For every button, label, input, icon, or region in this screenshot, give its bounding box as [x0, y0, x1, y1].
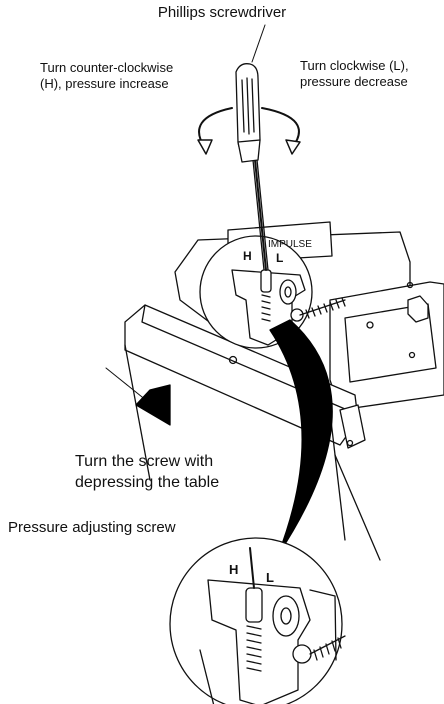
- instruction-line-1: Turn the screw with: [75, 453, 214, 470]
- ccw-line-1: Turn counter-clockwise: [40, 60, 174, 75]
- depress-arrow: [135, 384, 171, 426]
- handle-collar: [237, 139, 261, 163]
- ccw-line-2: (H), pressure increase: [40, 75, 169, 91]
- screwdriver-label: Phillips screwdriver: [157, 4, 287, 21]
- rotation-arrowhead-left: [197, 139, 213, 155]
- spring-top: [299, 297, 346, 319]
- screw-thread-top: [261, 294, 271, 322]
- panel-brand: IMPULSE: [268, 239, 312, 250]
- table-screw-2: [346, 439, 354, 447]
- eye-bolt-bottom: [272, 595, 300, 637]
- panel-high-label: H: [243, 249, 252, 263]
- rotation-arrowhead-right: [285, 139, 301, 155]
- instruction-line-2: depressing the table: [75, 473, 220, 491]
- handle-grooves: [241, 77, 255, 135]
- eye-bolt-bottom-inner: [280, 607, 292, 625]
- counter-clockwise-label: Turn counter-clockwise (H), pressure inc…: [40, 60, 173, 91]
- screwdriver-tip-bottom: [249, 547, 255, 589]
- table-screw-1: [228, 355, 238, 365]
- housing-right-inner: [344, 303, 437, 383]
- spring-bottom: [309, 635, 346, 661]
- screwdriver-tip: [253, 149, 267, 271]
- bottom-inner-frame: [199, 589, 337, 704]
- knob: [407, 295, 429, 323]
- base-line-1: [124, 344, 151, 481]
- nut-bottom: [292, 644, 312, 664]
- magnifier-top: [199, 235, 313, 349]
- housing-screw-3: [406, 281, 414, 289]
- housing-screw-1: [366, 321, 374, 329]
- sealing-table-top-edge: [141, 304, 353, 413]
- tool-leader-line: [251, 24, 266, 63]
- panel-low-label: L: [276, 251, 283, 265]
- screw-thread-bottom: [246, 625, 262, 672]
- base-line-3: [334, 454, 381, 561]
- table-end-block: [339, 404, 366, 449]
- magnifier-high-label: H: [229, 562, 238, 577]
- cw-line-1: Turn clockwise (L),: [300, 58, 409, 73]
- eye-bolt-top-inner: [284, 286, 292, 298]
- magnifier-low-label: L: [266, 570, 274, 585]
- screw-body-top: [260, 269, 272, 293]
- eye-bolt-top: [279, 279, 297, 305]
- instruction-label: Turn the screw with depressing the table: [75, 452, 219, 494]
- nut-top: [290, 308, 304, 322]
- screw-body-bottom: [245, 587, 263, 623]
- cw-line-2: pressure decrease: [300, 73, 408, 89]
- pressure-screw-label: Pressure adjusting screw: [8, 519, 176, 536]
- screwdriver-shaft-lines: [251, 149, 269, 271]
- housing-screw-2: [408, 351, 416, 359]
- clockwise-label: Turn clockwise (L), pressure decrease: [300, 58, 409, 89]
- bracket-bottom: [207, 579, 311, 704]
